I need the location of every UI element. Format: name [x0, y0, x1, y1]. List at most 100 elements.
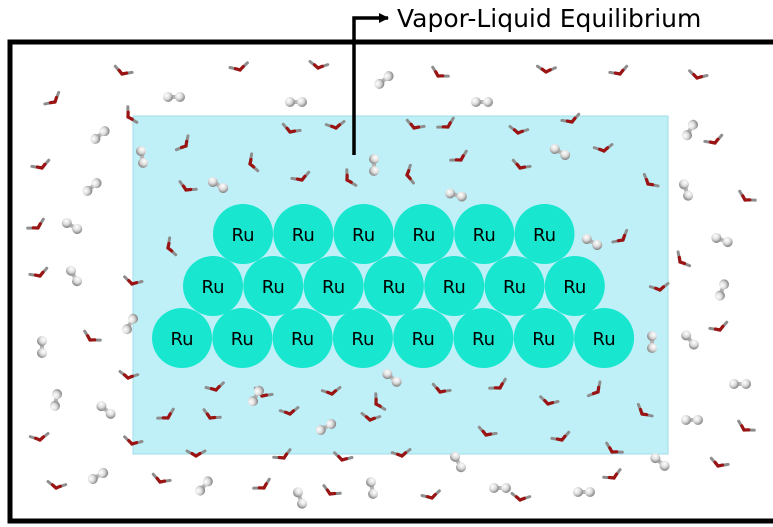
water-molecule	[322, 484, 342, 496]
hydrogen-molecule	[382, 369, 402, 387]
water-molecule	[688, 69, 709, 80]
hydrogen-molecule	[549, 144, 571, 160]
ru-atom: Ru	[272, 308, 333, 368]
water-molecule	[123, 435, 144, 446]
ru-atom: Ru	[484, 256, 545, 316]
hydrogen-molecule	[37, 336, 47, 358]
hydrogen-molecule	[729, 379, 751, 389]
hydrogen-molecule	[163, 92, 185, 102]
ru-atom: Ru	[363, 256, 424, 316]
hydrogen-molecule	[573, 487, 595, 497]
ru-atom-label: Ru	[563, 277, 586, 298]
molecules-layer	[26, 60, 757, 509]
ru-atom: Ru	[212, 308, 273, 368]
water-molecule	[118, 370, 140, 380]
ru-atom: Ru	[183, 256, 243, 316]
water-molecule	[30, 158, 51, 170]
water-molecule	[113, 64, 134, 76]
ru-atom-label: Ru	[593, 329, 616, 350]
ru-atom: Ru	[213, 204, 273, 264]
hydrogen-molecule	[61, 218, 83, 234]
water-molecule	[123, 275, 144, 286]
ru-atom: Ru	[303, 256, 364, 316]
hydrogen-molecule	[374, 71, 394, 89]
hydrogen-molecule	[682, 119, 698, 141]
water-molecule	[290, 170, 311, 182]
ru-atom-label: Ru	[533, 225, 556, 246]
ru-atom: Ru	[454, 204, 515, 264]
ru-atom-label: Ru	[503, 277, 526, 298]
water-molecule	[26, 217, 45, 230]
ru-atom: Ru	[513, 308, 574, 368]
hydrogen-molecule	[711, 232, 733, 248]
ru-atom: Ru	[393, 308, 454, 368]
ru-atom-label: Ru	[231, 225, 254, 246]
water-molecule	[586, 380, 602, 398]
water-molecule	[46, 480, 68, 490]
water-molecule	[83, 329, 102, 342]
ru-atom: Ru	[574, 308, 635, 368]
hydrogen-molecule	[681, 415, 703, 425]
ru-atom-label: Ru	[292, 225, 315, 246]
water-molecule	[228, 61, 249, 72]
water-molecule	[345, 168, 358, 187]
hydrogen-molecule	[49, 389, 63, 411]
ru-atom: Ru	[544, 256, 605, 316]
hydrogen-molecule	[489, 483, 511, 493]
water-molecule	[642, 172, 660, 188]
hydrogen-molecule	[647, 331, 657, 353]
ru-atom-label: Ru	[201, 277, 224, 298]
water-molecule	[174, 134, 190, 152]
simulation-box-frame	[7, 39, 773, 524]
ru-atom-label: Ru	[473, 225, 496, 246]
water-molecule	[166, 236, 178, 257]
ru-atom-label: Ru	[170, 329, 193, 350]
ru-atom-label: Ru	[291, 329, 314, 350]
water-molecule	[510, 492, 532, 502]
hydrogen-molecule	[315, 419, 337, 435]
hydrogen-molecule	[96, 401, 116, 419]
ru-atom: Ru	[273, 204, 334, 264]
water-molecule	[511, 158, 532, 170]
ru-atom-label: Ru	[412, 225, 435, 246]
hydrogen-molecule	[365, 477, 379, 499]
interface-arrow	[352, 13, 389, 155]
ru-atom-label: Ru	[532, 329, 555, 350]
water-molecule	[488, 377, 507, 390]
hydrogen-molecule	[195, 476, 213, 496]
ru-atom-label: Ru	[352, 225, 375, 246]
water-molecule	[560, 112, 581, 124]
water-molecule	[611, 228, 629, 244]
water-molecule	[676, 250, 692, 268]
water-molecule	[709, 456, 730, 468]
ru-atom-label: Ru	[351, 329, 374, 350]
water-molecule	[333, 451, 354, 462]
hydrogen-molecule	[681, 330, 699, 350]
water-molecule	[608, 64, 629, 76]
ru-atom: Ru	[332, 308, 393, 368]
water-molecule	[248, 152, 260, 173]
hydrogen-molecule	[207, 177, 229, 193]
water-molecule	[738, 189, 757, 202]
hydrogen-molecule	[292, 487, 308, 509]
water-molecule	[420, 489, 441, 500]
water-molecule	[156, 407, 175, 420]
water-molecule	[126, 105, 139, 124]
water-molecule	[252, 477, 271, 490]
hydrogen-molecule	[90, 126, 110, 144]
water-molecule	[550, 430, 571, 442]
water-molecule	[374, 392, 387, 411]
hydrogen-molecule	[66, 265, 82, 287]
water-molecule	[602, 468, 622, 480]
ru-atom: Ru	[424, 256, 485, 316]
ru-atom-label: Ru	[412, 329, 435, 350]
ru-atom: Ru	[514, 204, 575, 264]
hydrogen-molecule	[82, 178, 102, 196]
water-molecule	[308, 60, 330, 70]
water-molecule	[648, 282, 670, 292]
ru-atom-label: Ru	[472, 329, 495, 350]
ru-atom: Ru	[453, 308, 514, 368]
ru-atom: Ru	[393, 204, 454, 264]
hydrogen-molecule	[248, 385, 264, 407]
hydrogen-molecule	[471, 97, 493, 107]
